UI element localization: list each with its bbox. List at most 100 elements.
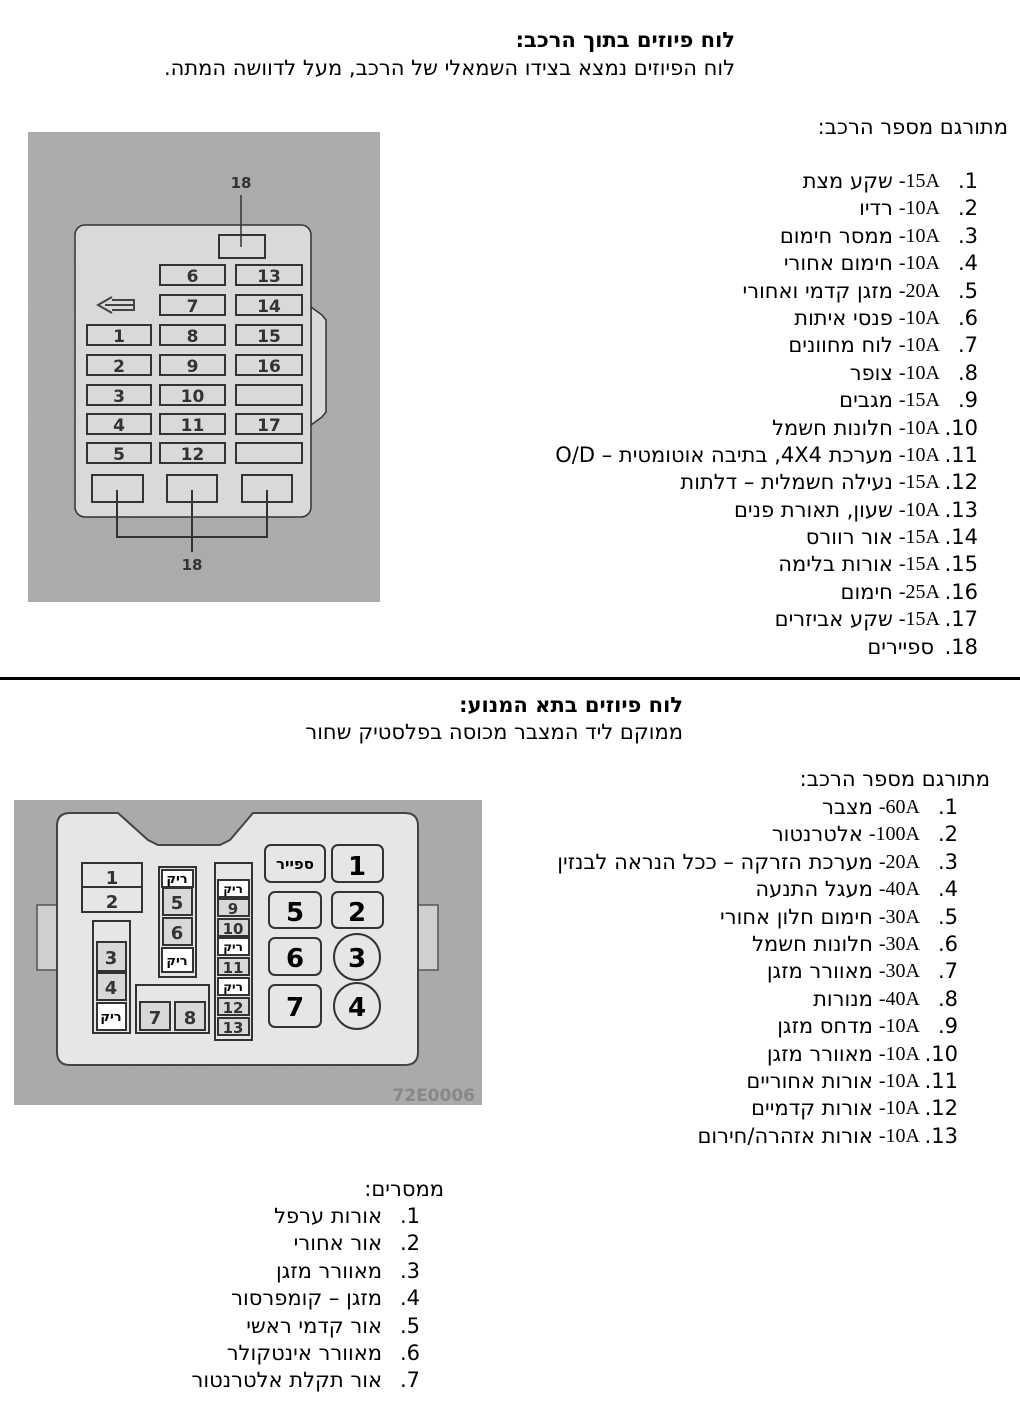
fuse-slot xyxy=(86,384,152,406)
relay-slot xyxy=(333,933,381,981)
list-item: 14.15A-אור רוורס xyxy=(555,524,978,551)
fuse-label: 8 xyxy=(184,1008,197,1029)
list-item: 11.10A-מערכת 4X4, בתיבה אוטומטית – O/D xyxy=(555,442,978,469)
item-number: 2. xyxy=(957,196,978,221)
item-description: מגבים xyxy=(839,388,893,413)
list-item: 9.15A-מגבים xyxy=(555,387,978,414)
relays-header: ממסרים: xyxy=(364,1177,444,1201)
item-description: מערכת 4X4, בתיבה אוטומטית – O/D xyxy=(555,442,893,467)
item-amperage: 15A- xyxy=(898,526,940,549)
fuse-slot xyxy=(159,413,226,435)
list-item: 9.10A-מדחס מזגן xyxy=(557,1013,958,1040)
fuse-slot xyxy=(264,844,326,883)
list-item: 4.40A-מעגל התנעה xyxy=(557,876,958,903)
item-amperage: 10A- xyxy=(898,443,940,466)
item-amperage: 30A- xyxy=(878,905,920,928)
item-amperage: 40A- xyxy=(878,987,920,1010)
item-amperage: 15A- xyxy=(898,553,940,576)
list-item: 5.20A-מזגן קדמי ואחורי xyxy=(555,278,978,305)
fuse-label: 3 xyxy=(105,948,118,969)
item-description: שעון, תאורת פנים xyxy=(734,497,893,522)
fuse-label: ריק xyxy=(223,980,243,994)
item-amperage: 10A- xyxy=(898,498,940,521)
list-item: 1.60A-מצבר xyxy=(557,794,958,821)
item-amperage: 30A- xyxy=(878,960,920,983)
fuse-label: ספייר xyxy=(276,855,314,873)
fuse-label: 13 xyxy=(223,1019,244,1037)
item-amperage: 10A- xyxy=(878,1124,920,1147)
list-item: 12.15A-נעילה חשמלית – דלתות xyxy=(555,469,978,496)
item-amperage xyxy=(934,634,940,661)
fuse-slot xyxy=(217,937,250,956)
item-number: 14. xyxy=(944,525,978,550)
fuse-slot xyxy=(86,324,152,346)
fuse-label: ריק xyxy=(166,954,187,969)
fuse-slot xyxy=(235,324,303,346)
item-description: צופר xyxy=(849,360,893,385)
list-item: 16.25A-חימום xyxy=(555,579,978,606)
item-number: 4. xyxy=(957,251,978,276)
item-description: מאוורר מזגן xyxy=(766,959,873,984)
item-description: מזגן – קומפרסור xyxy=(231,1286,382,1311)
fuse-label: 9 xyxy=(187,357,199,377)
item-number: 3. xyxy=(399,1258,420,1283)
list-item: 7.30A-מאוורר מזגן xyxy=(557,958,958,985)
list-item: 10.10A-חלונות חשמל xyxy=(555,415,978,442)
fuse-slot xyxy=(161,947,194,973)
item-amperage: 10A- xyxy=(898,416,940,439)
item-description: אורות ערפל xyxy=(274,1204,382,1228)
fuse-label: 5 xyxy=(286,898,304,928)
fuse-label: 12 xyxy=(181,445,205,465)
item-number: 1. xyxy=(957,169,978,193)
fuse-label: ריק xyxy=(166,872,187,887)
fuse-slot xyxy=(331,844,384,883)
section-divider xyxy=(0,677,1020,680)
fuse-label: 9 xyxy=(228,900,238,918)
item-amperage: 10A- xyxy=(898,334,940,357)
fuse-slot xyxy=(174,1001,206,1031)
section1-list-header: מתורגם מספר הרכב: xyxy=(817,115,1008,139)
section1-title: לוח פיוזים בתוך הרכב: xyxy=(515,28,735,52)
item-description: אורות אזהרה/חירום xyxy=(697,1123,873,1148)
item-description: אלטרנטור xyxy=(771,822,863,847)
item-number: 11. xyxy=(924,1068,958,1093)
item-number: 6. xyxy=(937,931,958,956)
list-item: 2.אור אחורי xyxy=(192,1230,420,1257)
fuse-label: 7 xyxy=(286,993,304,1023)
list-item: 7.אור תקלת אלטרנטור xyxy=(192,1367,420,1394)
list-item: 3.מאוורר מזגן xyxy=(192,1258,420,1285)
list-item: 8.10A-צופר xyxy=(555,360,978,387)
fuse-label: 8 xyxy=(187,327,199,347)
item-number: 6. xyxy=(399,1340,420,1365)
fuse-label: 6 xyxy=(171,923,184,944)
item-number: 2. xyxy=(937,822,958,847)
item-description: חימום אחורי xyxy=(783,251,893,276)
fuse-label: ריק xyxy=(223,882,243,896)
spare-label-bottom: 18 xyxy=(182,556,203,574)
fuse-slot xyxy=(86,354,152,376)
fuse-label: 11 xyxy=(223,959,244,977)
item-description: מאוורר אינטקולר xyxy=(226,1340,382,1365)
item-amperage: 10A- xyxy=(898,361,940,384)
fuse-slot xyxy=(235,354,303,376)
fuse-label: 5 xyxy=(171,893,184,914)
fuse-label: 10 xyxy=(181,387,205,407)
item-description: אורות אחוריים xyxy=(746,1068,873,1093)
fuse-label: 2 xyxy=(113,357,125,377)
list-item: 10.10A-מאוורר מזגן xyxy=(557,1041,958,1068)
item-number: 10. xyxy=(944,415,978,440)
list-item: 15.15A-אורות בלימה xyxy=(555,551,978,578)
item-amperage: 15A- xyxy=(898,170,940,192)
list-item: 13.10A-אורות אזהרה/חירום xyxy=(557,1123,958,1150)
item-amperage: 10A- xyxy=(898,252,940,275)
item-description: שקע מצת xyxy=(802,169,893,193)
fuse-slot xyxy=(268,984,322,1028)
item-amperage: 10A- xyxy=(878,1015,920,1038)
item-amperage: 20A- xyxy=(898,279,940,302)
item-description: נעילה חשמלית – דלתות xyxy=(680,470,893,495)
fuse-slot xyxy=(217,957,250,976)
item-number: 6. xyxy=(957,305,978,330)
item-description: חימום xyxy=(840,579,893,604)
fuse-label: 7 xyxy=(149,1008,162,1029)
